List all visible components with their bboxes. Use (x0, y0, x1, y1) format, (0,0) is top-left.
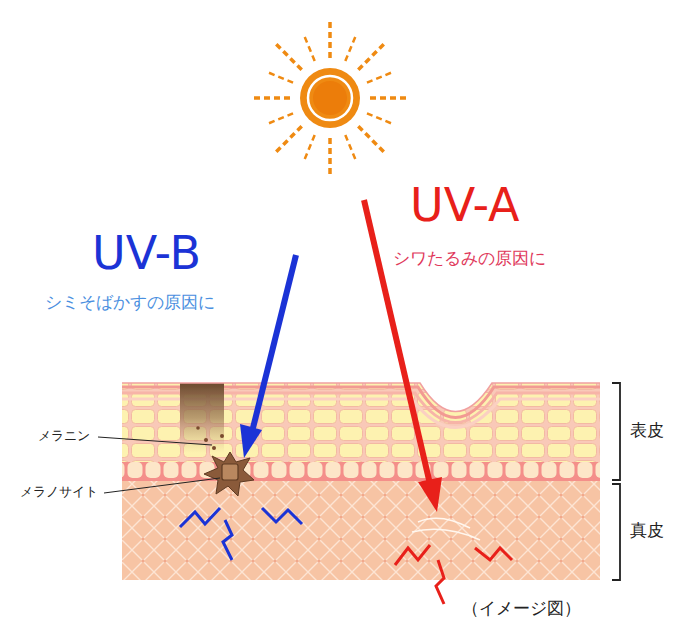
uv-a-note: シワたるみの原因に (393, 248, 546, 268)
sun-ray (367, 73, 391, 83)
sun-ray (305, 135, 315, 159)
basal-layer (122, 461, 600, 481)
sun-ray (273, 41, 301, 69)
sun-ray (370, 96, 410, 100)
sun-ray (328, 18, 332, 58)
part-label: メラノサイト (20, 484, 98, 500)
uv-b-note: シミそばかすの原因に (45, 292, 215, 312)
sun-ray (345, 37, 355, 61)
leader-line (98, 437, 212, 445)
caption-note: （イメージ図） (462, 598, 581, 618)
sun-ray (358, 126, 386, 154)
sun-ray (367, 113, 391, 123)
uv-b-arrow (240, 255, 296, 458)
damage-bolt (180, 508, 512, 604)
sun-ray (328, 138, 332, 178)
sun-ray (269, 113, 293, 123)
sun (250, 18, 410, 178)
uv-a-title: UV-A (410, 178, 520, 233)
sun-ray (305, 37, 315, 61)
broken-fiber (412, 518, 480, 540)
bracket (612, 484, 620, 580)
epidermis-layer (122, 380, 600, 464)
layer-label: 真皮 (630, 520, 664, 540)
dermis-layer (122, 480, 600, 580)
sun-ray (269, 73, 293, 83)
sun-ray (273, 126, 301, 154)
uv-a-arrow (364, 200, 442, 512)
uv-b-title: UV-B (92, 226, 201, 281)
part-label: メラニン (38, 428, 90, 444)
leader-line (104, 478, 220, 493)
sun-ray (250, 96, 290, 100)
sun-ray (345, 135, 355, 159)
bracket (612, 383, 620, 480)
sun-ray (358, 41, 386, 69)
layer-label: 表皮 (630, 420, 664, 440)
